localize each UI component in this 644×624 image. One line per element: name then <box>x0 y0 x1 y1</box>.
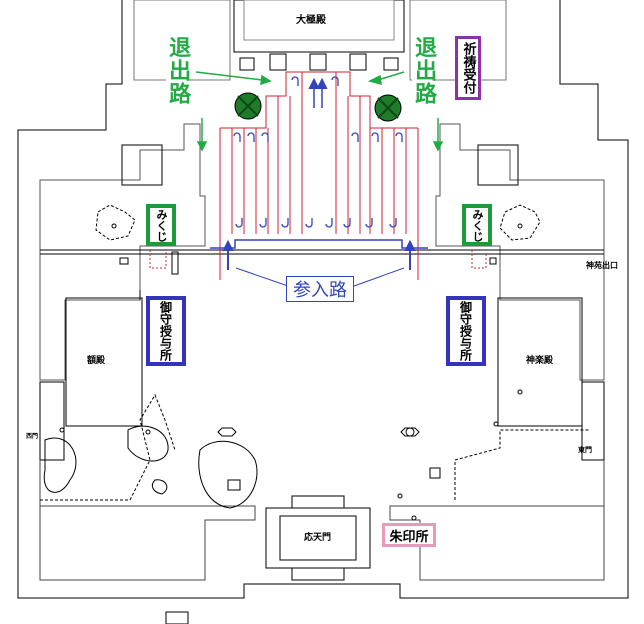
approach-route-label: 参入路 <box>286 276 354 302</box>
amulet-office-sign-left: 御守授与所 <box>146 296 186 366</box>
amulet-office-sign-right: 御守授与所 <box>446 296 486 366</box>
exit-route-label-right: 退出路 <box>411 36 437 105</box>
omikuji-sign-left: みくじ <box>146 204 176 246</box>
east-gate-label: 東門 <box>578 446 592 454</box>
west-hall-label: 額殿 <box>87 356 106 366</box>
goshuin-office-sign: 朱印所 <box>382 523 436 547</box>
tree-icon <box>234 92 402 122</box>
west-gate-label: 西門 <box>26 433 39 440</box>
exit-arrows <box>195 71 444 152</box>
gate-label: 応天門 <box>304 533 332 543</box>
queue-lanes <box>149 71 487 280</box>
u-turn-marks <box>233 76 403 228</box>
exit-gate-label: 神苑出口 <box>586 261 618 270</box>
prayer-reception-sign: 祈祷受付 <box>455 36 481 100</box>
approach-path <box>210 77 428 287</box>
main-hall-label: 大極殿 <box>296 15 326 26</box>
exit-route-label-left: 退出路 <box>165 36 191 105</box>
kagura-hall-label: 神楽殿 <box>526 356 554 366</box>
outer-wall <box>17 0 629 599</box>
omikuji-sign-right: みくじ <box>462 204 492 246</box>
inner-wall <box>39 123 206 381</box>
